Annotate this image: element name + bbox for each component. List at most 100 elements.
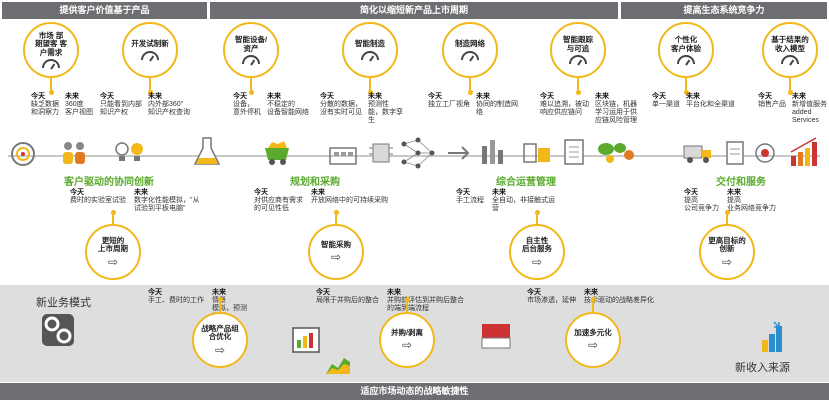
future-text: 全自动，非接触式运 营 [492, 197, 555, 212]
today-heading: 今天 [456, 189, 470, 196]
today-text: 手工流程 [456, 197, 484, 204]
top-text-1: 今天只能看到内部 知识产权未来内外部360° 知识产权查询 [100, 93, 190, 117]
connector-line [789, 78, 791, 92]
arrow-box-icon: ⇨ [587, 338, 599, 353]
bm-circle-0-label: 战略产品组 合优化 [201, 323, 239, 341]
connector-line [335, 212, 337, 226]
new-revenue-label: 新收入来源 [735, 362, 790, 374]
gauge-icon [569, 55, 587, 64]
future-text: 预测性 能，数字孪 生 [368, 101, 403, 124]
top-circle-6-label: 个性化 客户体验 [671, 35, 701, 53]
today-text: 难以追溯，被动 响应供应链问 [540, 101, 589, 116]
outcome-circle-2-label: 自主性 后台服务 [522, 235, 552, 253]
connector-line [369, 78, 371, 92]
mid-text-1: 今天对供应商有需求 的可见性低未来开放网络中的可持续采购 [254, 189, 388, 213]
today-heading: 今天 [233, 93, 247, 100]
truck-icon [682, 140, 714, 166]
outcome-circle-1-label: 智能采购 [321, 239, 351, 249]
area-chart-icon [324, 350, 352, 376]
top-text-3: 今天分散的数据， 没有实时可见未来预测性 能，数字孪 生 [320, 93, 403, 125]
connector-dot [683, 90, 689, 95]
document-icon [724, 140, 746, 166]
today-text: 市场渗透，延伸 [527, 297, 576, 304]
mining-cart-icon [262, 138, 292, 166]
future-text: 不稳定的 设备智能网络 [267, 101, 309, 116]
future-text: 区块链，机器 学习运用于供 应链风险管理 [595, 101, 637, 124]
gauge-icon [42, 59, 60, 69]
future-text: 提高 业务网络竞争力 [727, 197, 776, 212]
business-model-title: 新业务模式 [36, 297, 91, 309]
today-heading: 今天 [148, 289, 162, 296]
top-text-6: 今天单一渠道未来平台化和全渠道 [652, 93, 735, 109]
future-text: 并购前评估到并购后整合 的端到端流程 [387, 297, 464, 312]
today-text: 提高 公司竞争力 [684, 197, 719, 212]
connector-line [149, 78, 151, 92]
phase-planning-sourcing: 规划和采购 [290, 177, 340, 188]
top-circle-4-label: 制造网络 [455, 39, 485, 49]
today-heading: 今天 [540, 93, 554, 100]
top-circle-2-label: 智能设备/ 资产 [234, 35, 268, 53]
connector-dot [787, 90, 793, 95]
top-circle-1: 开发试制新 [122, 22, 178, 78]
connector-dot [48, 90, 54, 95]
connector-dot [367, 90, 373, 95]
flask-icon [193, 136, 221, 168]
top-circle-1-label: 开发试制新 [131, 39, 169, 49]
arrow-box-icon: ⇨ [721, 254, 733, 269]
phase-delivery-service: 交付和服务 [716, 177, 766, 188]
connector-dot [333, 210, 339, 215]
top-circle-5-label: 智能跟踪 与可追 [563, 35, 593, 53]
future-heading: 未来 [595, 93, 609, 100]
bm-circle-2: 加速多元化⇨ [565, 312, 621, 368]
world-map-icon [596, 139, 636, 165]
today-heading: 今天 [758, 93, 772, 100]
today-heading: 今天 [527, 289, 541, 296]
phase-operations: 综合运营管理 [496, 177, 556, 188]
bm-circle-0: 战略产品组 合优化⇨ [192, 312, 248, 368]
bm-text-1: 今天局限于并购后的整合未来并购前评估到并购后整合 的端到端流程 [316, 289, 464, 313]
lightbulbs-icon [113, 138, 147, 168]
top-circle-6: 个性化 客户体验 [658, 22, 714, 78]
gauge-icon [242, 55, 260, 64]
service-headset-icon [752, 140, 778, 166]
gears-icon [40, 312, 76, 348]
future-text: 内外部360° 知识产权查询 [148, 101, 190, 116]
top-circle-3: 智能制造 [342, 22, 398, 78]
bm-circle-2-label: 加速多元化 [574, 327, 612, 337]
future-heading: 未来 [792, 93, 806, 100]
today-heading: 今天 [428, 93, 442, 100]
today-text: 单一渠道 [652, 101, 680, 108]
future-heading: 未来 [368, 93, 382, 100]
target-icon [10, 141, 36, 167]
arrow-box-icon: ⇨ [107, 254, 119, 269]
today-heading: 今天 [254, 189, 268, 196]
outcome-circle-3-label: 更高目标的 创新 [708, 235, 746, 253]
today-text: 设备， 意外停机 [233, 101, 261, 116]
connector-dot [590, 297, 596, 302]
today-heading: 今天 [100, 93, 114, 100]
neural-network-icon [400, 136, 436, 170]
today-heading: 今天 [31, 93, 45, 100]
phase-collab-innovation: 客户驱动的协同创新 [64, 177, 154, 188]
future-heading: 未来 [134, 189, 148, 196]
future-heading: 未来 [686, 93, 700, 100]
outcome-circle-3: 更高目标的 创新⇨ [699, 224, 755, 280]
connector-dot [248, 90, 254, 95]
today-heading: 今天 [70, 189, 84, 196]
future-heading: 未来 [476, 93, 490, 100]
top-circle-4: 制造网络 [442, 22, 498, 78]
connector-dot [217, 297, 223, 302]
connector-line [577, 78, 579, 92]
growth-arrow-icon [760, 320, 784, 354]
checklist-icon [560, 138, 588, 166]
arrow-right-icon [444, 138, 474, 168]
future-text: 协同的制造网 络 [476, 101, 518, 116]
top-text-2: 今天设备， 意外停机未来不稳定的 设备智能网络 [233, 93, 309, 117]
future-text: 新增值服务 added Services [792, 101, 827, 124]
today-heading: 今天 [652, 93, 666, 100]
connector-line [592, 300, 594, 314]
top-circle-0-label: 市场 部 期望客 客 户需求 [34, 30, 68, 57]
connector-dot [404, 297, 410, 302]
connector-line [726, 212, 728, 226]
